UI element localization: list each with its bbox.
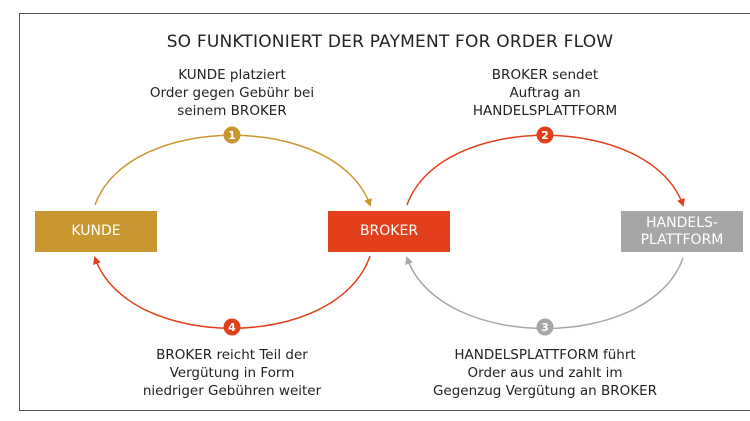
svg-text:1: 1 bbox=[228, 129, 236, 142]
node-kunde-label: KUNDE bbox=[71, 223, 121, 239]
node-plattform-label-line2: PLATTFORM bbox=[640, 231, 724, 248]
node-broker: BROKER bbox=[328, 211, 450, 252]
step-4-description: BROKER reicht Teil der Vergütung in Form… bbox=[102, 346, 362, 400]
node-kunde: KUNDE bbox=[35, 211, 157, 252]
step-1-line: Order gegen Gebühr bei bbox=[149, 85, 315, 101]
svg-text:4: 4 bbox=[228, 321, 236, 334]
step-3-description: HANDELSPLATTFORM führt Order aus und zah… bbox=[415, 346, 675, 400]
diagram-frame bbox=[19, 13, 750, 411]
step-4-line: Vergütung in Form bbox=[169, 365, 295, 381]
node-plattform-label-line1: HANDELS- bbox=[646, 214, 718, 231]
step-2-line: BROKER sendet bbox=[491, 67, 599, 83]
step-1-line: seinem BROKER bbox=[177, 103, 287, 119]
svg-text:2: 2 bbox=[541, 129, 549, 142]
step-4-badge: 4 bbox=[223, 318, 241, 336]
step-3-line: HANDELSPLATTFORM führt bbox=[454, 347, 636, 363]
step-1-description: KUNDE platziert Order gegen Gebühr bei s… bbox=[102, 66, 362, 120]
arrow-step-4 bbox=[93, 255, 371, 329]
step-2-description: BROKER sendet Auftrag an HANDELSPLATTFOR… bbox=[415, 66, 675, 120]
step-1-line: KUNDE platziert bbox=[178, 67, 286, 83]
step-3-line: Gegenzug Vergütung an BROKER bbox=[432, 383, 658, 399]
node-handelsplattform: HANDELS- PLATTFORM bbox=[621, 211, 743, 252]
step-1-badge: 1 bbox=[223, 126, 241, 144]
arrow-step-2 bbox=[406, 134, 685, 207]
step-2-line: Auftrag an bbox=[509, 85, 581, 101]
step-2-badge: 2 bbox=[536, 126, 554, 144]
arrow-step-1 bbox=[94, 134, 372, 207]
step-3-badge: 3 bbox=[536, 318, 554, 336]
arrow-step-3 bbox=[405, 256, 684, 330]
svg-text:3: 3 bbox=[541, 321, 549, 334]
node-broker-label: BROKER bbox=[359, 223, 419, 239]
step-4-line: niedriger Gebühren weiter bbox=[142, 383, 322, 399]
diagram-title: SO FUNKTIONIERT DER PAYMENT FOR ORDER FL… bbox=[166, 32, 614, 52]
step-2-line: HANDELSPLATTFORM bbox=[472, 103, 618, 119]
step-3-line: Order aus und zahlt im bbox=[467, 365, 623, 381]
step-4-line: BROKER reicht Teil der bbox=[156, 347, 308, 363]
